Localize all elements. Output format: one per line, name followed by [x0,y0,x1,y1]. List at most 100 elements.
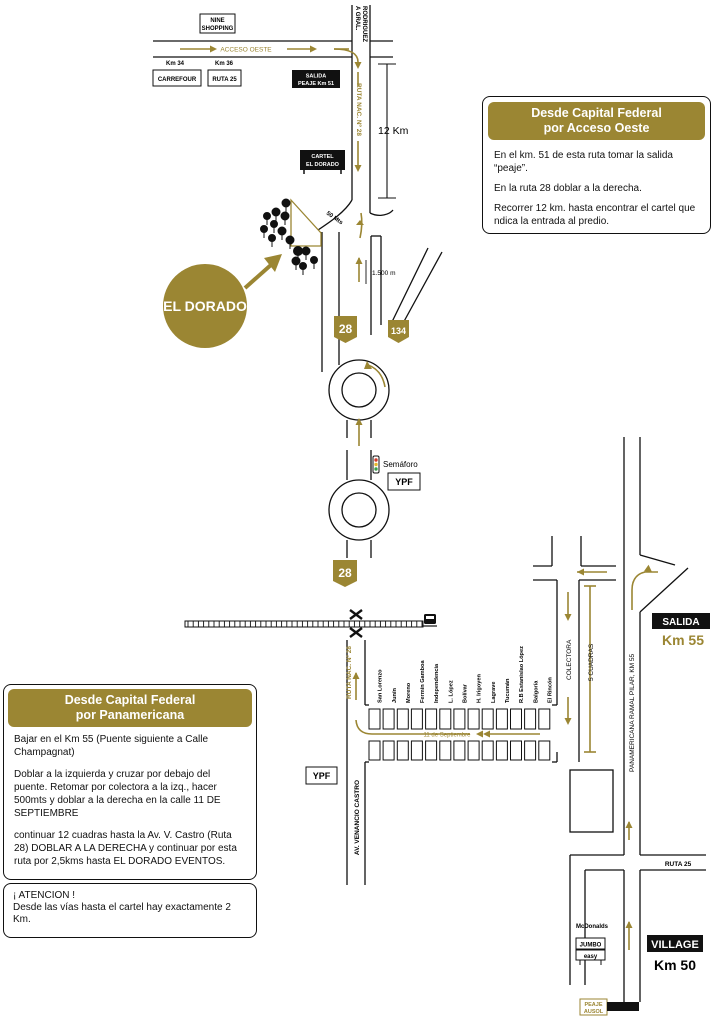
ruta-nac-28-top-label: RUTA NAC. Nº 28 [355,83,362,136]
box-pana-title: Desde Capital Federal por Panamericana [8,689,252,727]
city-block [425,740,438,761]
tree-icon [260,225,268,238]
once-septiembre-label: 11 de Septiembre [424,733,472,739]
km36-label: Km 36 [215,61,234,67]
roundabout-north-outer [328,359,390,421]
tree-icon [263,212,271,225]
city-block [524,708,537,730]
mcdonalds-label: McDonalds [576,924,609,930]
arrow-head-colectora-left [577,568,584,576]
city-block [368,740,381,761]
street-name-label: Balgoría [533,680,539,703]
arrow-11-sept-turn [355,719,470,735]
city-block [467,740,480,761]
city-block [382,740,395,761]
ypf-sign-bottom: YPF [305,766,338,785]
city-block [524,740,537,761]
gral-rodriguez-line1: A GRAL. [354,6,360,31]
ruta25-bottom-label: RUTA 25 [665,861,692,868]
tree-icon [281,198,291,212]
traffic-light-icon [372,455,380,474]
jumbo-easy-sign: JUMBO easy [575,937,606,965]
village-label: VILLAGE [651,939,699,951]
street-name-label: Moreno [406,682,412,703]
street-name-label: H. Irigoyen [477,674,483,703]
roundabout-south-inner [341,492,377,528]
arrow-head-venancio-up [352,672,360,679]
arrow-head-dorado [356,220,364,225]
street-name-label: El Rincón [547,677,553,703]
crossing-icon-north [349,609,363,620]
city-block [439,708,452,730]
tree-icon [277,226,287,240]
km55-label: Km 55 [662,632,704,648]
el-dorado-plot [290,198,322,247]
box-pana-paragraph: continuar 12 cuadras hasta la Av. V. Cas… [14,830,237,867]
info-box-atencion: ¡ ATENCION ! Desde las vías hasta el car… [3,883,257,938]
box-oeste-title-line2: por Acceso Oeste [543,121,650,135]
shield-134-label: 134 [391,326,406,336]
road-salida-ramp-south [639,567,689,613]
city-block [510,740,522,761]
roundabout-south-outer [328,479,390,541]
arrow-head-ruta28-down [354,165,362,172]
city-block [396,708,409,730]
block-colectora-east [569,769,614,833]
city-block [481,740,494,761]
distance-1500-label: 1.500 m [372,270,396,277]
city-block [467,708,480,730]
city-block [481,708,494,730]
cartel-el-dorado-sign: CARTEL EL DORADO [300,150,345,174]
city-block [439,740,452,761]
city-block [510,708,522,730]
shield-28-bottom-label: 28 [338,566,352,580]
box-pana-paragraph: Doblar a la izquierda y cruzar por debaj… [14,769,221,819]
box-pana-title-line2: por Panamericana [75,708,185,722]
tree-icon [280,211,290,225]
atencion-text: Desde las vías hasta el cartel hay exact… [13,902,231,925]
cartel-line1: CARTEL [311,154,334,160]
route-shield-28-bottom: 28 [333,560,357,587]
street-name-label: Fermín Gamboa [420,660,426,703]
ypf-top-label: YPF [395,477,413,487]
easy-label: easy [584,954,598,960]
city-block [495,740,508,761]
route-shield-28-top: 28 [334,316,357,343]
box-oeste-body: En el km. 51 de esta ruta tomar la salid… [488,140,705,228]
box-pana-body: Bajar en el Km 55 (Puente siguiente a Ca… [8,727,252,868]
ruta25-sign-top: RUTA 25 [207,69,242,87]
street-name-label: Lagrave [491,682,497,703]
nine-shopping-label-line1: NINE [210,18,224,24]
ypf-bottom-label: YPF [313,771,331,781]
tree-icon [299,262,307,275]
arrow-head-ruta28-up [355,257,363,264]
tree-icon [301,246,311,260]
acceso-oeste-label: ACCESO OESTE [220,47,272,54]
arrow-head-acceso-1 [210,45,217,53]
street-name-label: San Lorenzo [378,669,384,703]
city-block [538,740,551,761]
nine-shopping-label-line2: SHOPPING [202,26,234,32]
arrow-head-acceso-2 [310,45,317,53]
salida-peaje-line1: SALIDA [306,74,327,80]
arrow-head-between-roundabouts [355,418,363,425]
salida-km55-sign: SALIDA Km 55 [652,613,710,648]
box-oeste-paragraph: Recorrer 12 km. hasta encontrar el carte… [494,203,696,227]
city-block [453,740,466,761]
street-name-label: R.B Estanislao López [519,646,525,703]
road-salida-ramp-north [639,554,676,566]
box-oeste-title: Desde Capital Federal por Acceso Oeste [488,102,705,140]
distance-12km-label: 12 Km [378,125,409,137]
road-ruta134-diag-north [389,247,429,327]
city-block [382,708,395,730]
carrefour-label: CARREFOUR [158,77,197,83]
jumbo-label: JUMBO [580,943,602,949]
road-ruta28-curve-west [317,199,353,231]
route-shield-134: 134 [388,320,409,343]
city-block [538,708,551,730]
tree-icon [271,207,281,221]
box-pana-paragraph: Bajar en el Km 55 (Puente siguiente a Ca… [14,734,209,758]
ypf-sign-top: YPF [387,472,421,491]
salida-peaje-sign: SALIDA PEAJE Km 51 [292,70,340,88]
